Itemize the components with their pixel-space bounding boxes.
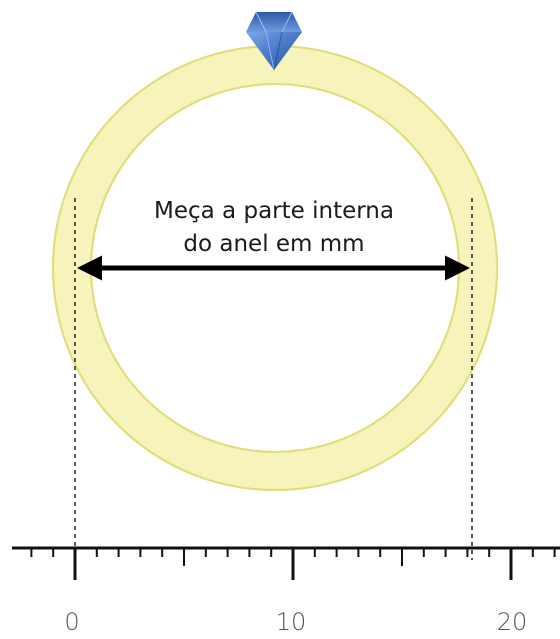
ruler-label-10: 10 bbox=[276, 608, 307, 636]
ruler-label-0: 0 bbox=[64, 608, 79, 636]
ruler: 0 10 20 bbox=[12, 548, 560, 636]
ruler-label-20: 20 bbox=[497, 608, 528, 636]
caption-line-2: do anel em mm bbox=[183, 231, 364, 257]
caption-line-1: Meça a parte interna bbox=[154, 198, 394, 224]
ruler-ticks bbox=[31, 548, 554, 580]
